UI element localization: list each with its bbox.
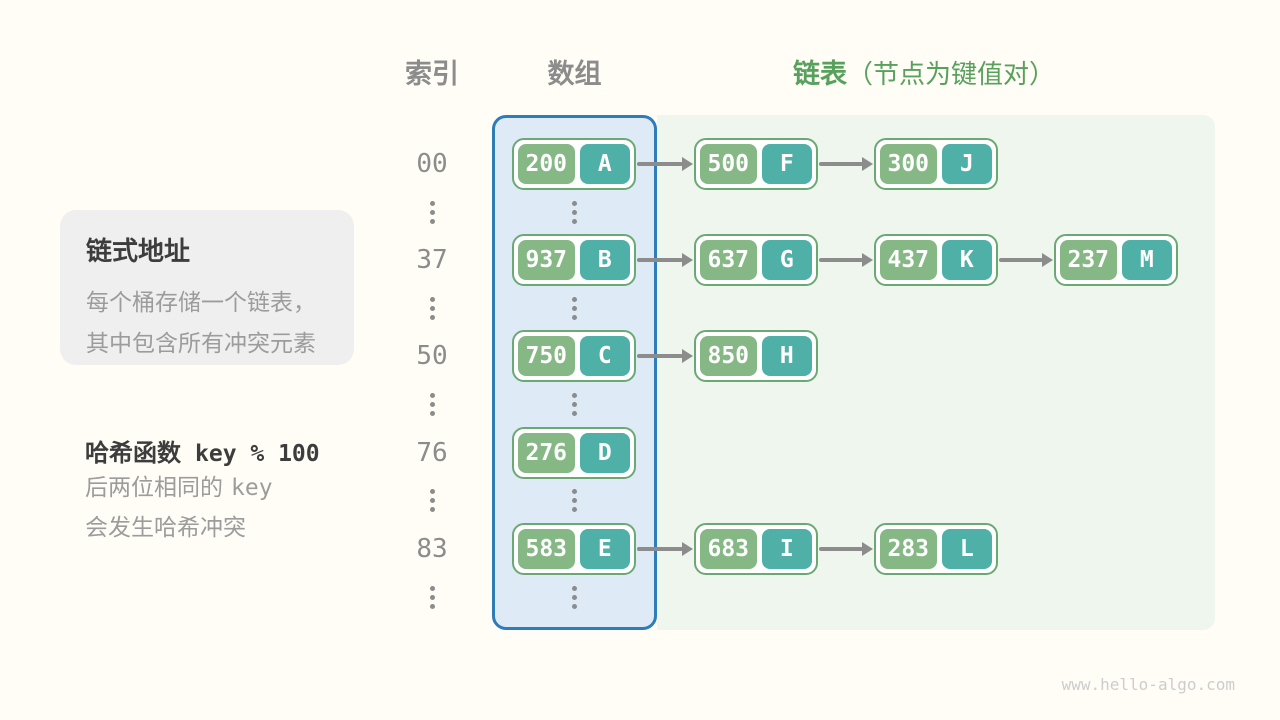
link-arrow — [637, 349, 693, 363]
node-value: L — [941, 529, 992, 569]
array-ellipsis — [512, 489, 636, 512]
node-key: 637 — [700, 240, 757, 280]
node-key: 850 — [700, 336, 757, 376]
node-key: 937 — [518, 240, 575, 280]
node-key: 683 — [700, 529, 757, 569]
node-value: D — [579, 433, 630, 473]
node-value: I — [761, 529, 812, 569]
node-key: 300 — [880, 144, 937, 184]
index-ellipsis — [390, 393, 474, 416]
node-key: 200 — [518, 144, 575, 184]
row-index-label: 83 — [416, 534, 448, 564]
link-arrow — [637, 157, 693, 171]
header-index: 索引 — [405, 59, 459, 89]
header-linked-list-label: 链表 — [793, 59, 847, 89]
chaining-info-box: 链式地址 每个桶存储一个链表， 其中包含所有冲突元素 — [60, 210, 354, 365]
row-index-label: 37 — [416, 245, 448, 275]
row-index-label: 00 — [416, 149, 448, 179]
row-index-label: 76 — [416, 438, 448, 468]
node-key: 283 — [880, 529, 937, 569]
node-value: K — [941, 240, 992, 280]
index-ellipsis — [390, 201, 474, 224]
hash-note-line: 后两位相同的 key — [85, 468, 320, 508]
node-value: G — [761, 240, 812, 280]
node-value: B — [579, 240, 630, 280]
array-ellipsis — [512, 586, 636, 609]
array-ellipsis — [512, 297, 636, 320]
chaining-info-line: 其中包含所有冲突元素 — [86, 330, 316, 356]
hash-function-title: 哈希函数 key % 100 — [85, 433, 320, 468]
array-ellipsis — [512, 201, 636, 224]
link-arrow — [637, 542, 693, 556]
hash-note-line-code: key — [231, 475, 273, 501]
node-value: H — [761, 336, 812, 376]
hash-function-title-text: 哈希函数 — [85, 440, 181, 467]
node-value: J — [941, 144, 992, 184]
header-linked-list: 链表（节点为键值对） — [793, 52, 1055, 91]
node-value: C — [579, 336, 630, 376]
node-key: 437 — [880, 240, 937, 280]
node-value: E — [579, 529, 630, 569]
chaining-info-title: 链式地址 — [86, 236, 191, 266]
link-arrow — [819, 157, 873, 171]
header-linked-list-note: （节点为键值对） — [847, 59, 1056, 89]
node-key: 237 — [1060, 240, 1117, 280]
index-ellipsis — [390, 586, 474, 609]
node-key: 500 — [700, 144, 757, 184]
header-array: 数组 — [547, 59, 602, 89]
index-ellipsis — [390, 489, 474, 512]
node-value: F — [761, 144, 812, 184]
node-key: 583 — [518, 529, 575, 569]
link-arrow — [637, 253, 693, 267]
node-value: M — [1121, 240, 1172, 280]
row-index-label: 50 — [416, 341, 448, 371]
link-arrow — [819, 542, 873, 556]
node-key: 750 — [518, 336, 575, 376]
hash-note-line-text: 后两位相同的 — [85, 474, 223, 500]
watermark: www.hello-algo.com — [1061, 675, 1235, 694]
link-arrow — [999, 253, 1053, 267]
node-value: A — [579, 144, 630, 184]
hash-note-line: 会发生哈希冲突 — [85, 514, 246, 540]
index-ellipsis — [390, 297, 474, 320]
array-ellipsis — [512, 393, 636, 416]
node-key: 276 — [518, 433, 575, 473]
hash-function-formula: key % 100 — [195, 441, 320, 467]
chaining-info-line: 每个桶存储一个链表， — [86, 289, 316, 315]
hash-function-note: 哈希函数 key % 100 后两位相同的 key 会发生哈希冲突 — [85, 433, 320, 547]
link-arrow — [819, 253, 873, 267]
